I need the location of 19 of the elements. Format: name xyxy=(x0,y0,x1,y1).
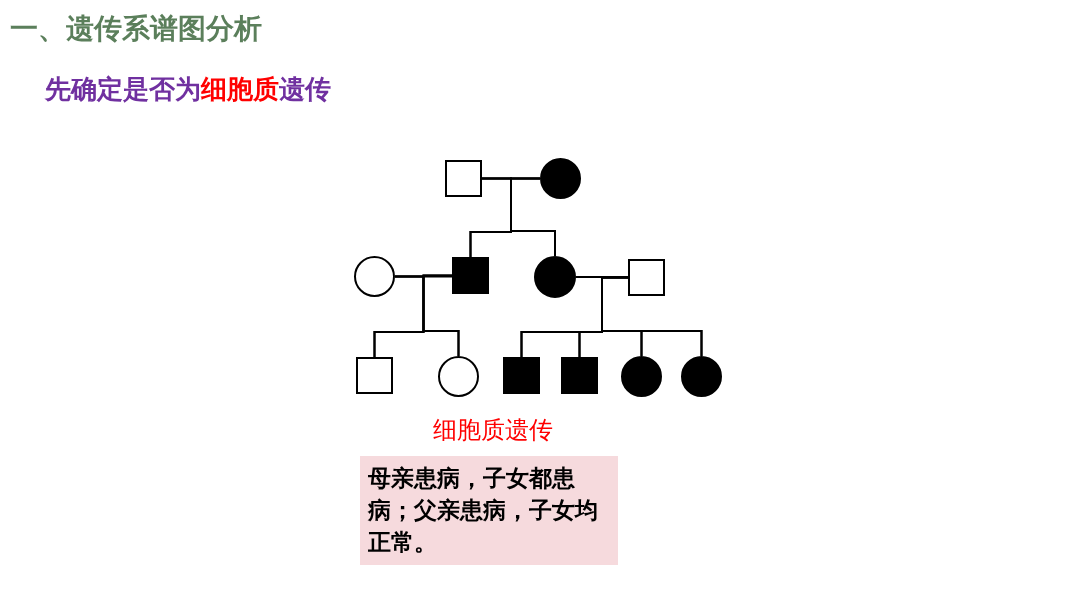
circle-symbol xyxy=(681,356,722,397)
pedigree-line xyxy=(510,177,556,257)
square-symbol xyxy=(628,259,665,296)
note-box: 母亲患病，子女都患病；父亲患病，子女均正常。 xyxy=(360,456,618,565)
pedigree-line xyxy=(422,274,460,357)
pattern-heading: 细胞质遗传 xyxy=(433,415,553,446)
square-symbol xyxy=(356,357,393,394)
slide-title: 一、遗传系谱图分析 xyxy=(10,11,262,47)
pedigree-line xyxy=(601,276,703,357)
square-symbol xyxy=(452,257,489,294)
square-symbol xyxy=(561,357,598,394)
circle-symbol xyxy=(354,256,395,297)
square-symbol xyxy=(503,357,540,394)
circle-symbol xyxy=(621,356,662,397)
circle-symbol xyxy=(438,356,479,397)
subtitle: 先确定是否为细胞质遗传 xyxy=(45,73,331,106)
square-symbol xyxy=(445,160,482,197)
circle-symbol xyxy=(534,256,576,298)
circle-symbol xyxy=(540,158,581,199)
